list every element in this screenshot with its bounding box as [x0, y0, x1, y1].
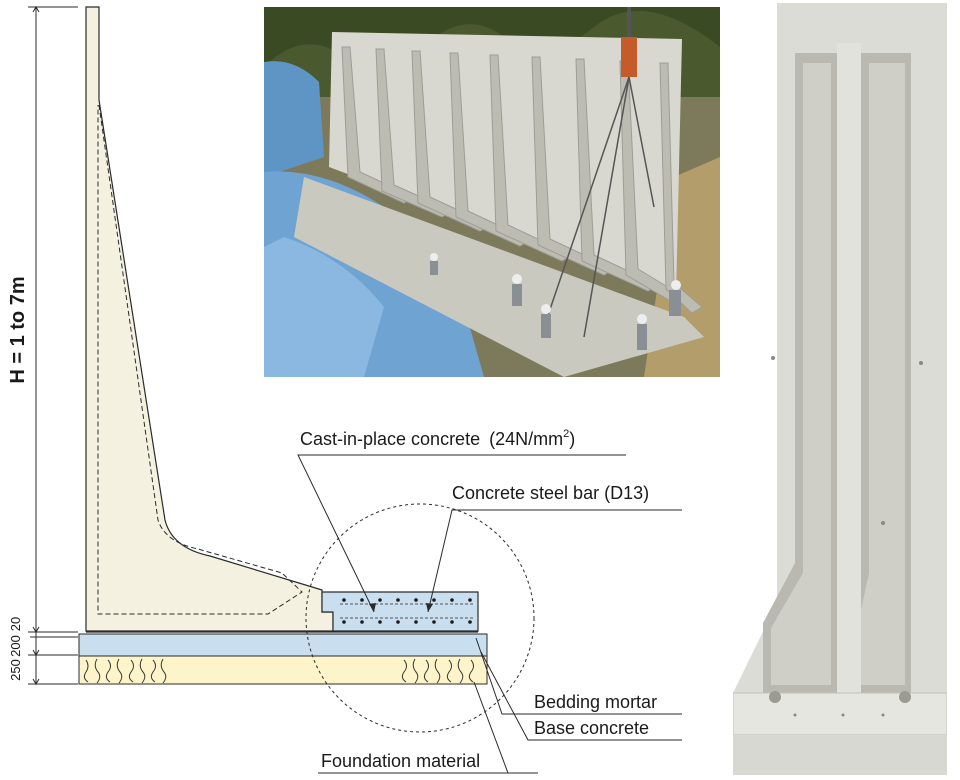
dim-250-label: 250 [8, 659, 23, 681]
foundation-material-label: Foundation material [321, 751, 480, 771]
construction-site-photo [264, 7, 720, 377]
cast-in-place-label: Cast-in-place concrete (24N/mm2) [300, 428, 575, 449]
steel-bar-label: Concrete steel bar (D13) [452, 483, 649, 503]
base-concrete-label: Base concrete [534, 718, 649, 738]
steel-bars [342, 598, 472, 624]
height-dimension [28, 6, 78, 685]
cast-in-place-block [321, 591, 479, 632]
height-label: H = 1 to 7m [7, 276, 29, 383]
dim-200-label: 200 [8, 635, 23, 657]
base-concrete-layer [78, 633, 488, 657]
steel-bar-dashed-lines [340, 603, 474, 619]
bedding-mortar-label: Bedding mortar [534, 692, 657, 712]
leader-arrows [369, 603, 433, 612]
dim-20-label: 20 [8, 617, 23, 631]
cast-in-place-sup: 2 [563, 428, 569, 440]
leader-lines [297, 454, 682, 774]
detail-circle [305, 503, 535, 733]
cast-in-place-text: Cast-in-place concrete [300, 429, 480, 449]
precast-unit-photo [733, 3, 947, 775]
cast-in-place-close: ) [569, 429, 575, 449]
cast-in-place-strength: (24N/mm [489, 429, 563, 449]
gravel-pattern [83, 658, 474, 684]
